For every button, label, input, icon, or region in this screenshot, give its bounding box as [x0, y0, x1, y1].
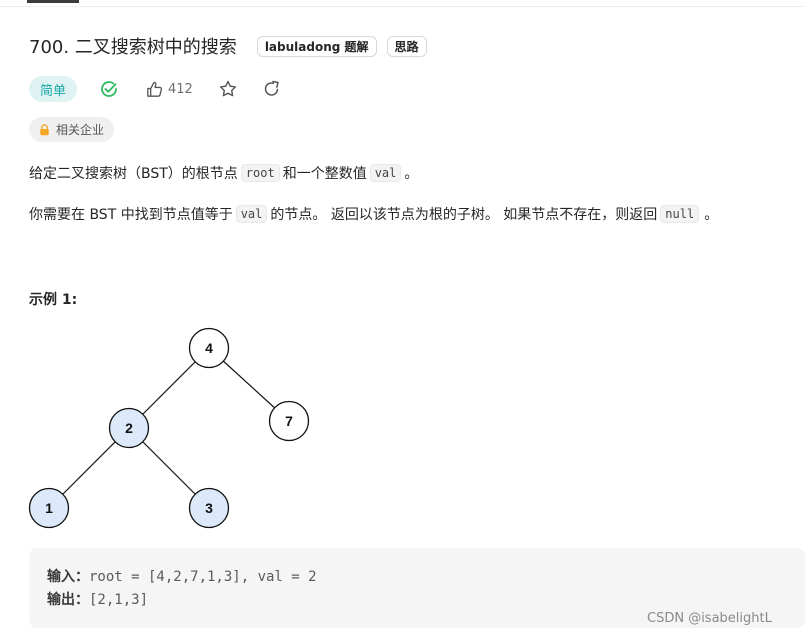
- description-paragraph-2: 你需要在 BST 中找到节点值等于 val 的节点。 返回以该节点为根的子树。 …: [29, 204, 718, 224]
- company-tag[interactable]: 相关企业: [29, 117, 115, 142]
- inline-code-null: null: [660, 205, 700, 223]
- output-label: 输出：: [47, 592, 89, 608]
- tab-indicator: [27, 0, 79, 3]
- share-icon[interactable]: [262, 79, 282, 99]
- tree-node-2: 2: [108, 407, 150, 449]
- svg-text:7: 7: [285, 413, 293, 429]
- inline-code-val: val: [369, 164, 402, 182]
- output-value: [2,1,3]: [89, 592, 149, 608]
- star-icon[interactable]: [218, 79, 238, 99]
- like-button[interactable]: 412: [145, 80, 193, 99]
- like-count: 412: [168, 81, 193, 97]
- title-row: 700. 二叉搜索树中的搜索 labuladong 题解 思路: [29, 34, 427, 58]
- tree-node-3: 3: [188, 487, 230, 529]
- labuladong-solution-tag[interactable]: labuladong 题解: [256, 35, 377, 57]
- text: 给定二叉搜索树（BST）的根节点: [29, 166, 238, 182]
- hint-tag[interactable]: 思路: [386, 35, 427, 57]
- inline-code-val: val: [235, 205, 268, 223]
- inline-code-root: root: [240, 164, 280, 182]
- watermark: CSDN @isabelightL: [647, 611, 772, 626]
- tree-node-1: 1: [28, 487, 70, 529]
- text: 的节点。 返回以该节点为根的子树。 如果节点不存在，则返回: [270, 207, 658, 223]
- text: 你需要在 BST 中找到节点值等于: [29, 207, 233, 223]
- lock-icon: [39, 123, 50, 136]
- difficulty-badge: 简单: [29, 76, 78, 102]
- text: 和一个整数值: [282, 166, 367, 182]
- description-paragraph-1: 给定二叉搜索树（BST）的根节点 root 和一个整数值 val 。: [29, 163, 418, 183]
- problem-title[interactable]: 700. 二叉搜索树中的搜索: [29, 37, 237, 58]
- svg-text:2: 2: [125, 420, 133, 436]
- input-label: 输入：: [47, 569, 89, 585]
- tree-node-7: 7: [268, 400, 310, 442]
- top-border: [0, 6, 805, 7]
- input-value: root = [4,2,7,1,3], val = 2: [89, 569, 317, 585]
- text: 。: [404, 166, 419, 182]
- example-input: 输入：root = [4,2,7,1,3], val = 2: [47, 566, 317, 586]
- meta-row: 简单 412: [29, 76, 282, 102]
- svg-text:3: 3: [205, 500, 213, 516]
- tree-node-4: 4: [188, 327, 230, 369]
- svg-text:1: 1: [45, 500, 53, 516]
- svg-text:4: 4: [205, 340, 213, 356]
- thumbs-up-icon: [145, 80, 164, 99]
- company-tag-label: 相关企业: [56, 123, 105, 137]
- check-circle-icon: [99, 79, 119, 99]
- example-box: 输入：root = [4,2,7,1,3], val = 2 输出：[2,1,3…: [29, 548, 805, 628]
- example-heading: 示例 1:: [29, 292, 78, 308]
- example-output: 输出：[2,1,3]: [47, 589, 148, 609]
- text: 。: [704, 207, 719, 223]
